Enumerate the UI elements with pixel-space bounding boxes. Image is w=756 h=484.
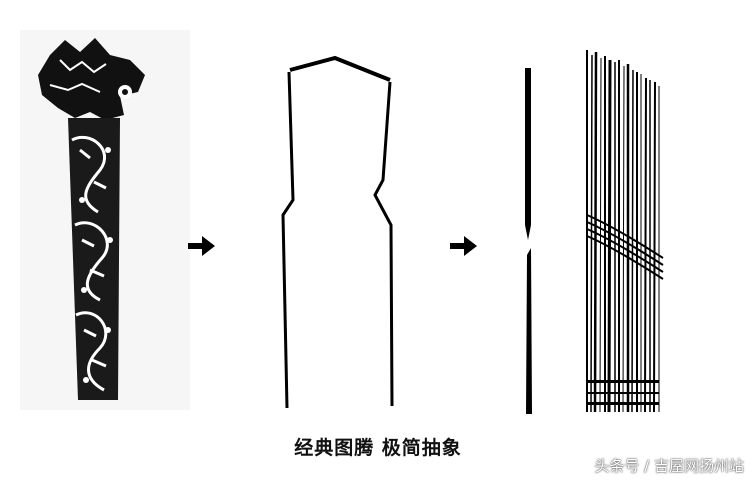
vertical-lines-image bbox=[525, 50, 664, 414]
dragon-pillar-image bbox=[20, 30, 190, 410]
arrow-right-icon bbox=[450, 236, 477, 256]
caption: 经典图腾 极简抽象 bbox=[294, 437, 462, 459]
watermark: 头条号 / 吉屋网扬州站 bbox=[594, 457, 744, 475]
arrow-right-icon bbox=[188, 236, 215, 256]
abstract-outline-image bbox=[281, 55, 394, 409]
